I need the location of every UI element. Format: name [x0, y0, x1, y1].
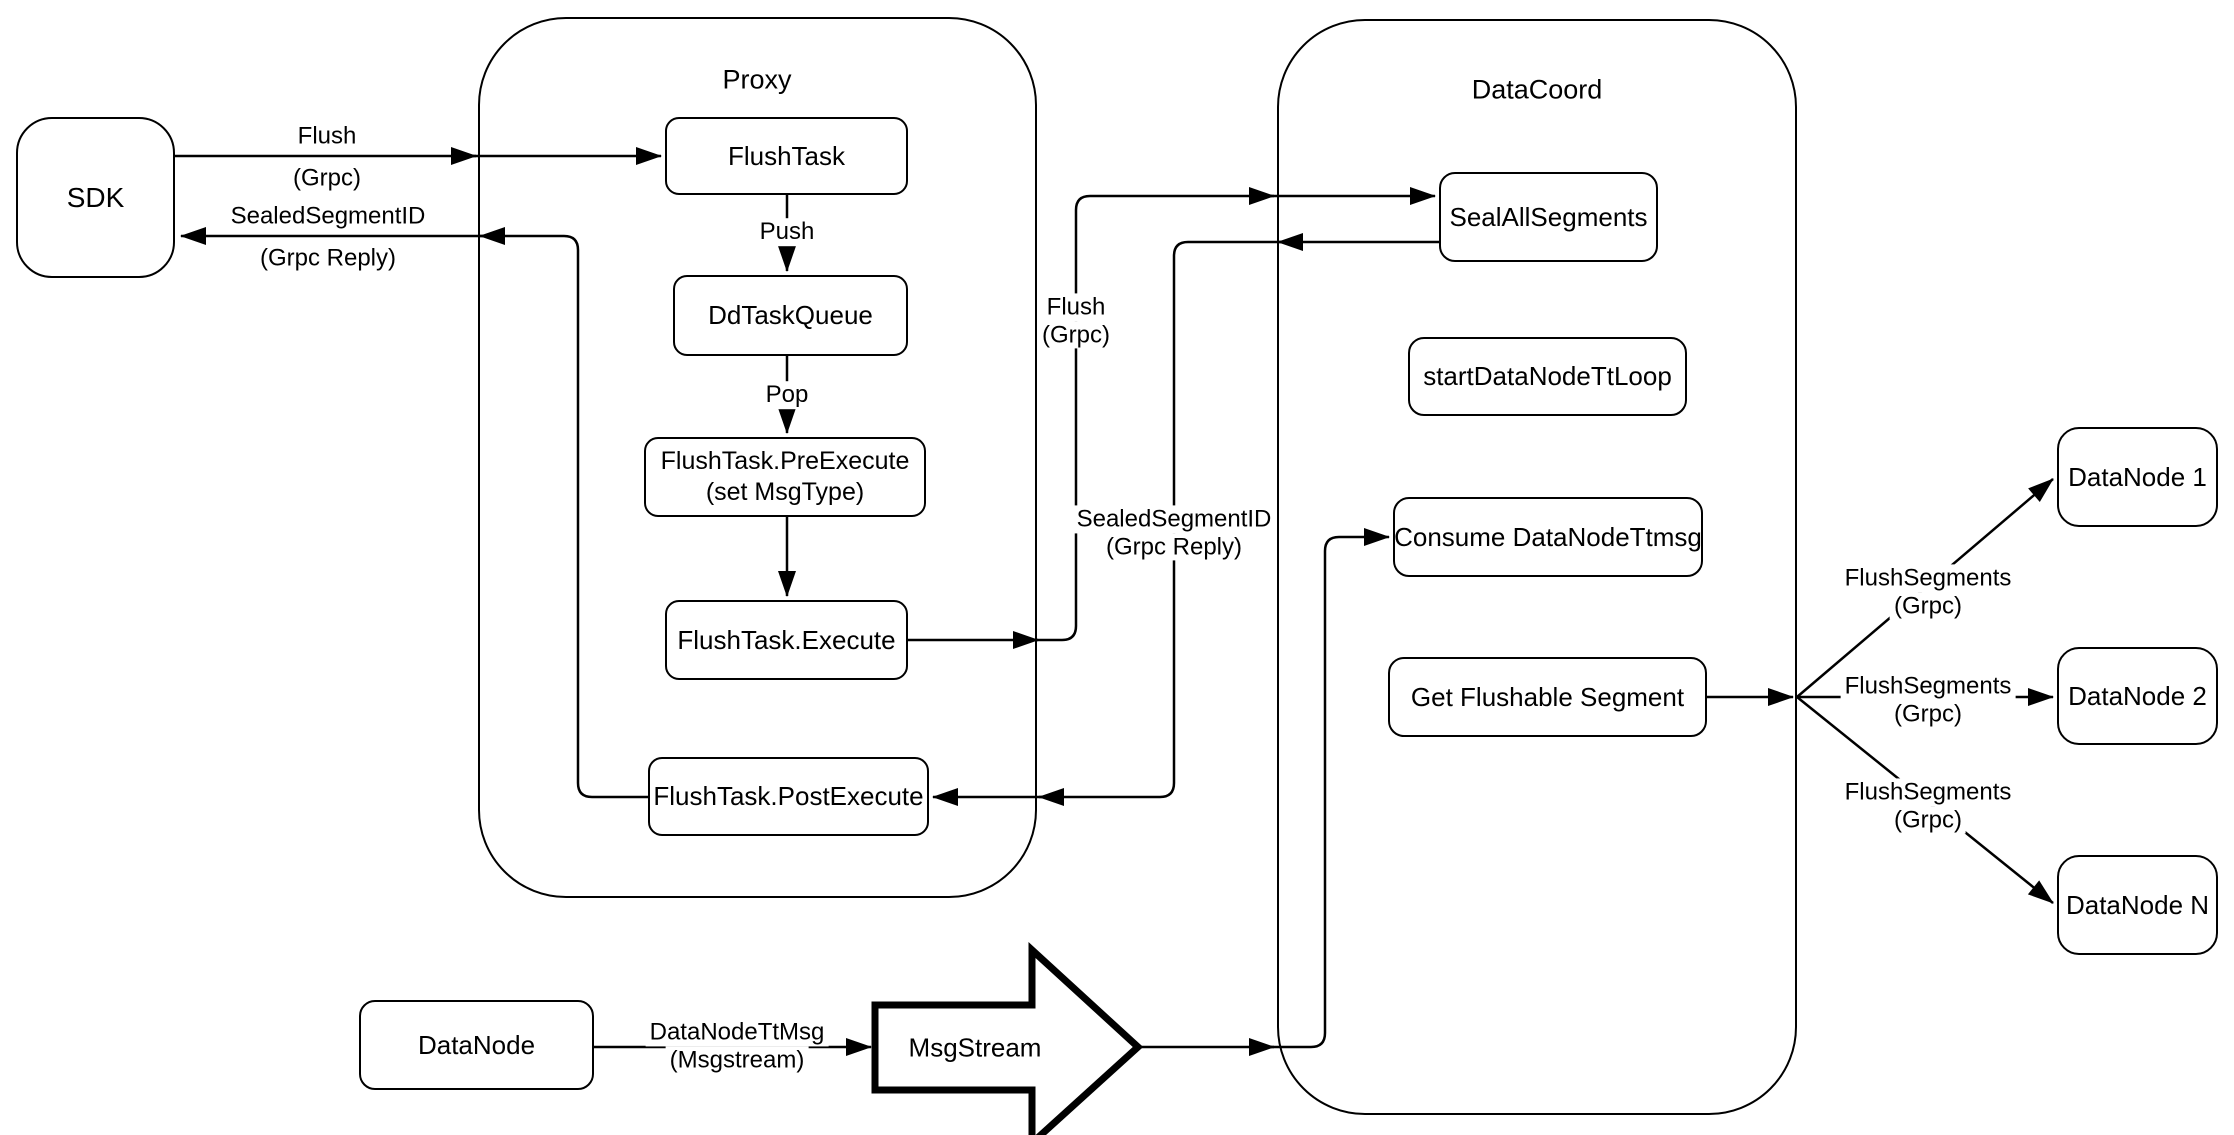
node-datanoden-label: DataNode N — [2065, 889, 2210, 920]
edge-label-pop-text: Pop — [761, 381, 813, 409]
edge-label-sealedsegmentid-sdk: SealedSegmentID (Grpc Reply) — [231, 202, 426, 271]
node-preexecute: FlushTask.PreExecute (set MsgType) — [644, 437, 926, 517]
msgstream-label: MsgStream — [908, 1032, 1042, 1063]
node-startdatanodettloop: startDataNodeTtLoop — [1408, 337, 1687, 416]
proxy-container-title: Proxy — [722, 64, 792, 95]
node-sdk: SDK — [16, 117, 175, 278]
edge-label-sealedsegmentid-sdk-line1: SealedSegmentID — [230, 202, 426, 230]
node-sealallsegments: SealAllSegments — [1439, 172, 1658, 262]
edge-label-flushsegments-1: FlushSegments (Grpc) — [1840, 564, 2016, 620]
node-ddtaskqueue-label: DdTaskQueue — [708, 300, 873, 331]
edge-label-flush-mid-line1: Flush — [1042, 293, 1110, 321]
edge-label-push-text: Push — [755, 218, 819, 246]
edge-label-sealedsegmentid-mid-line2: (Grpc Reply) — [1101, 533, 1247, 561]
node-datanode-source-label: DataNode — [417, 1029, 536, 1060]
node-startdatanodettloop-label: startDataNodeTtLoop — [1423, 361, 1672, 392]
node-datanode1: DataNode 1 — [2057, 427, 2218, 527]
edge-label-flushsegments-3-line2: (Grpc) — [1890, 806, 1966, 834]
edge-label-datanodettmsg-line2: (Msgstream) — [665, 1046, 809, 1074]
node-preexecute-label-line1: FlushTask.PreExecute — [660, 446, 910, 475]
node-getflushablesegment: Get Flushable Segment — [1388, 657, 1707, 737]
edge-execute-to-sealallsegments — [908, 187, 1436, 642]
node-datanode1-label: DataNode 1 — [2068, 461, 2207, 492]
edge-label-flush-sdk: Flush (Grpc) — [293, 122, 361, 191]
node-sdk-label: SDK — [66, 182, 125, 213]
node-consumedatanodettmsg: Consume DataNodeTtmsg — [1393, 497, 1703, 577]
edge-postexecute-to-sdk — [180, 227, 648, 799]
msgstream-shape — [871, 942, 1144, 1135]
edge-label-flush-mid: Flush (Grpc) — [1038, 293, 1114, 349]
node-datanoden: DataNode N — [2057, 855, 2218, 955]
edge-label-flushsegments-2: FlushSegments (Grpc) — [1840, 672, 2016, 728]
node-consumedatanodettmsg-label: Consume DataNodeTtmsg — [1394, 521, 1702, 552]
node-execute: FlushTask.Execute — [665, 600, 908, 680]
node-datanode2-label: DataNode 2 — [2068, 680, 2207, 711]
edge-label-pop: Pop — [761, 381, 813, 409]
node-postexecute-label: FlushTask.PostExecute — [653, 781, 924, 812]
edge-label-datanodettmsg: DataNodeTtMsg (Msgstream) — [645, 1018, 829, 1074]
edge-label-flushsegments-2-line2: (Grpc) — [1890, 700, 1966, 728]
node-postexecute: FlushTask.PostExecute — [648, 757, 929, 836]
node-ddtaskqueue: DdTaskQueue — [673, 275, 908, 356]
node-getflushablesegment-label: Get Flushable Segment — [1410, 681, 1685, 712]
edge-label-push: Push — [755, 218, 819, 246]
datacoord-container — [1277, 19, 1797, 1115]
node-datanode2: DataNode 2 — [2057, 647, 2218, 745]
edge-label-sealedsegmentid-sdk-line2: (Grpc Reply) — [259, 244, 397, 271]
edge-label-flushsegments-2-line1: FlushSegments — [1840, 672, 2016, 700]
edge-label-flushsegments-1-line1: FlushSegments — [1840, 564, 2016, 592]
proxy-container — [478, 17, 1037, 898]
edge-label-sealedsegmentid-mid: SealedSegmentID (Grpc Reply) — [1072, 505, 1276, 561]
node-execute-label: FlushTask.Execute — [677, 624, 896, 655]
node-sealallsegments-label: SealAllSegments — [1449, 201, 1648, 232]
edge-label-flush-mid-line2: (Grpc) — [1038, 321, 1114, 349]
node-preexecute-label-line2: (set MsgType) — [705, 478, 865, 506]
edge-label-flush-sdk-line2: (Grpc) — [293, 164, 361, 191]
node-datanode-source: DataNode — [359, 1000, 594, 1090]
node-flushtask: FlushTask — [665, 117, 908, 195]
node-flushtask-label: FlushTask — [727, 140, 846, 171]
datacoord-container-title: DataCoord — [1471, 74, 1603, 105]
edge-label-datanodettmsg-line1: DataNodeTtMsg — [645, 1018, 829, 1046]
edge-label-flush-sdk-line1: Flush — [297, 122, 357, 150]
edge-label-flushsegments-3: FlushSegments (Grpc) — [1840, 778, 2016, 834]
edge-msgstream-to-consume — [1140, 528, 1390, 1049]
edge-label-sealedsegmentid-mid-line1: SealedSegmentID — [1072, 505, 1276, 533]
edge-label-flushsegments-1-line2: (Grpc) — [1890, 592, 1966, 620]
edge-label-flushsegments-3-line1: FlushSegments — [1840, 778, 2016, 806]
